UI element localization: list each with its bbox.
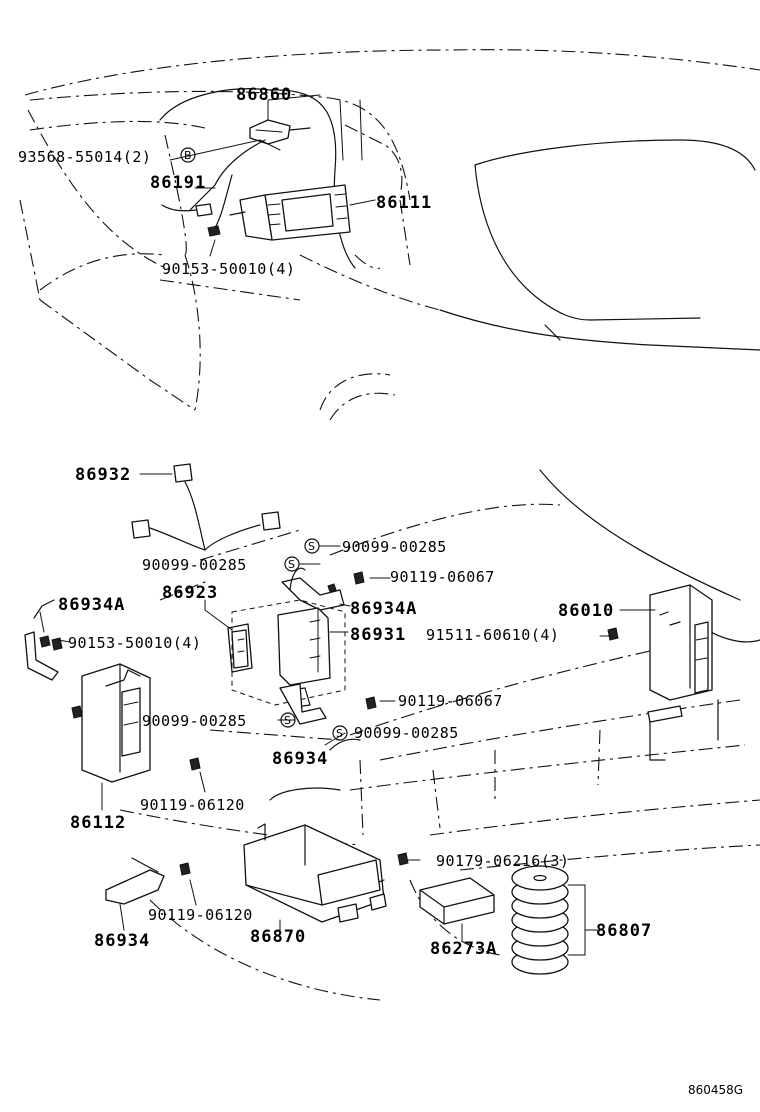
bracket-86934A-left: [24, 599, 59, 681]
label-86934A-mid: 86934A: [350, 599, 417, 619]
label-86934-mid: 86934: [272, 749, 328, 769]
label-86273A: 86273A: [430, 939, 497, 959]
module-86010: [647, 584, 713, 723]
trunk-outline: [119, 469, 760, 1001]
cable-86191: [161, 174, 233, 237]
label-86112: 86112: [70, 813, 126, 833]
discs-86807: [511, 865, 569, 975]
label-90099-00285-d: 90099-00285: [354, 724, 459, 742]
diagram-reference: 860458G: [688, 1083, 743, 1097]
s-symbol-a: S: [308, 540, 315, 553]
label-91511-60610: 91511-60610(4): [426, 626, 559, 644]
module-86931: [277, 607, 331, 708]
bracket-86934A-mid: [281, 567, 345, 611]
s-symbol-b: S: [288, 558, 295, 571]
label-90099-00285-c: 90099-00285: [142, 712, 247, 730]
s-symbol-d: S: [336, 727, 343, 740]
label-90099-00285-b: 90099-00285: [142, 556, 247, 574]
label-90179-06216: 90179-06216(3): [436, 852, 569, 870]
label-90099-00285-a: 90099-00285: [342, 538, 447, 556]
label-86807: 86807: [596, 921, 652, 941]
label-86111: 86111: [376, 193, 432, 213]
bracket-86934-bottom: [105, 857, 165, 905]
display-unit-86111: [229, 184, 351, 241]
label-93568-55014: 93568-55014(2): [18, 148, 151, 166]
label-86191: 86191: [150, 173, 206, 193]
ecu-86112: [71, 663, 151, 783]
module-86923: [227, 623, 253, 673]
leader-lines: [39, 94, 656, 956]
label-86010: 86010: [558, 601, 614, 621]
label-86923: 86923: [162, 583, 218, 603]
car-interior-outline: [19, 49, 760, 421]
b-symbol: B: [184, 149, 192, 162]
label-90153-50010-left: 90153-50010(4): [68, 634, 201, 652]
label-86870: 86870: [250, 927, 306, 947]
labels: 86860 93568-55014(2) 86191 86111 90153-5…: [18, 85, 743, 1097]
circled-symbols: B S S S S: [180, 147, 348, 741]
label-86932: 86932: [75, 465, 131, 485]
bolt-icons: [51, 571, 619, 876]
label-86934A-left: 86934A: [58, 595, 125, 615]
harness-86932: [131, 463, 281, 551]
label-90119-06067-b: 90119-06067: [398, 692, 503, 710]
s-symbol-c: S: [284, 714, 291, 727]
label-90119-06120-a: 90119-06120: [140, 796, 245, 814]
label-86934-bottom: 86934: [94, 931, 150, 951]
cd-changer-86870: [243, 823, 387, 923]
roof-antenna-86860: [214, 119, 311, 186]
label-86860: 86860: [236, 85, 292, 105]
module-outline-86931: [231, 599, 346, 706]
label-86931: 86931: [350, 625, 406, 645]
label-90119-06067-a: 90119-06067: [390, 568, 495, 586]
magazine-86273A: [419, 877, 495, 925]
label-90153-50010-top: 90153-50010(4): [162, 260, 295, 278]
bracket-86934-mid: [279, 683, 327, 725]
label-90119-06120-b: 90119-06120: [148, 906, 253, 924]
